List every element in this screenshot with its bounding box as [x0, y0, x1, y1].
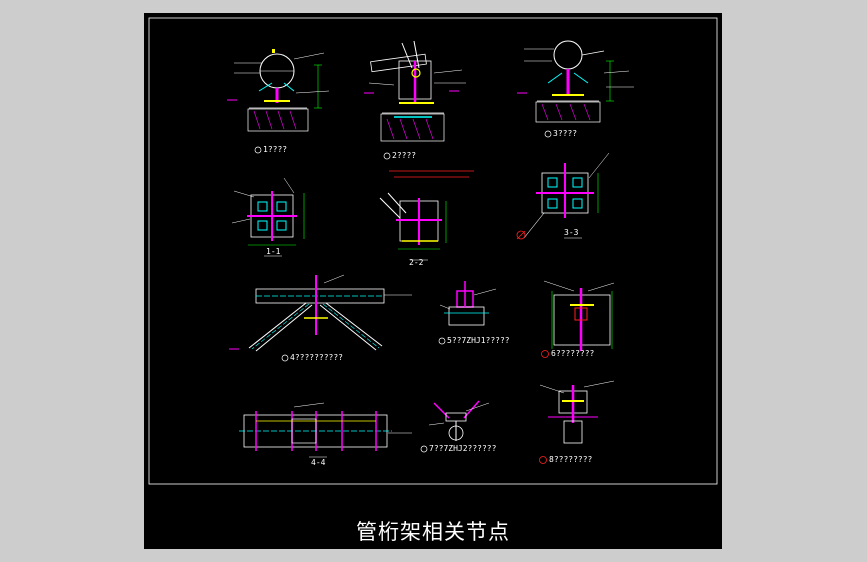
detail-3-drawing: [517, 40, 634, 138]
section-4-4-caption: 4-4: [311, 458, 326, 467]
sheet-title: 管桁架相关节点: [356, 520, 510, 544]
detail-1-caption: 1????: [263, 145, 288, 154]
section-2-2-caption: 2-2: [409, 258, 424, 267]
section-1-1-drawing: [231, 177, 305, 257]
detail-6-caption: 6????????: [551, 349, 595, 358]
detail-3-caption: 3????: [553, 129, 578, 138]
detail-1-drawing: [227, 49, 330, 154]
detail-8-caption: 8????????: [549, 455, 593, 464]
detail-2-caption: 2????: [392, 151, 417, 160]
drawing-frame: [148, 17, 718, 485]
section-3-3-drawing: [516, 152, 610, 240]
detail-5-caption: 5??7ZHJ1?????: [447, 336, 510, 345]
detail-6-drawing: [541, 280, 615, 358]
detail-8-drawing: [539, 380, 615, 464]
detail-4-caption: 4??????????: [290, 353, 343, 362]
detail-5-drawing: [438, 281, 497, 345]
detail-2-drawing: [364, 40, 466, 160]
section-1-1-caption: 1-1: [266, 247, 281, 256]
drawing-sheet: 1???? 2???? 3???? 1-1 2-2 3-3 4?????????…: [144, 13, 722, 549]
detail-7-drawing: [420, 400, 490, 453]
cad-drawing-canvas: [148, 17, 718, 485]
section-2-2-drawing: [379, 170, 474, 261]
section-3-3-caption: 3-3: [564, 228, 579, 237]
detail-4-drawing: [229, 274, 412, 362]
section-4-4-drawing: [239, 402, 412, 458]
detail-7-caption: 7??7ZHJ2??????: [429, 444, 497, 453]
